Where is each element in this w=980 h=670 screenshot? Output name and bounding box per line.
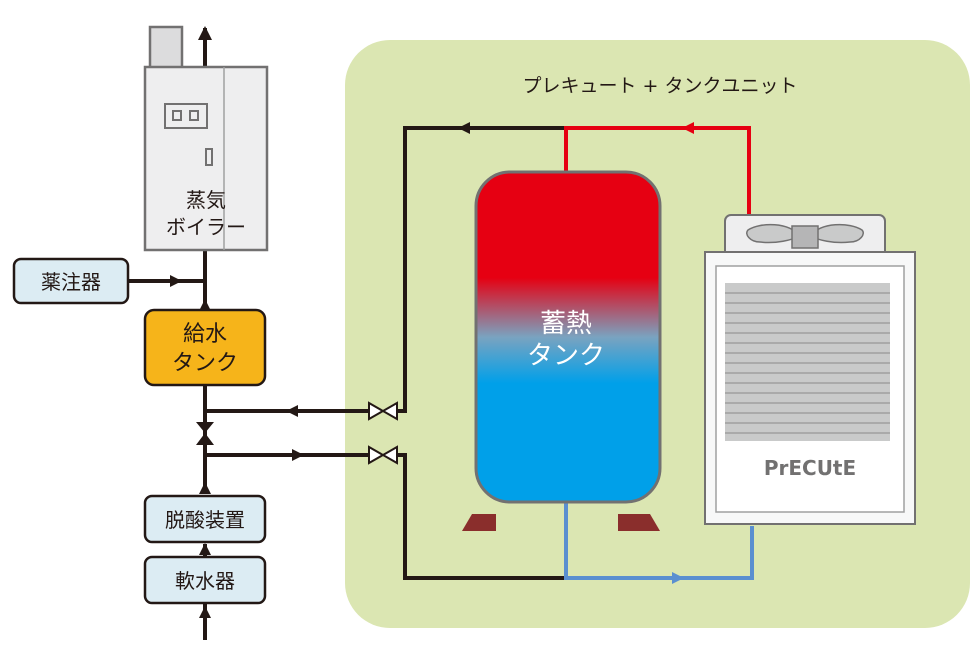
feed-tank-label-line2: タンク — [172, 351, 238, 376]
cold-water-line — [564, 500, 754, 584]
return-line — [205, 122, 565, 417]
boiler-label-line1: 蒸気 — [186, 188, 226, 212]
deaerator: 脱酸装置 — [143, 494, 267, 544]
exhaust-arrow — [198, 26, 212, 40]
tank-leg-left — [462, 514, 496, 531]
storage-tank-label-line2: タンク — [527, 341, 605, 371]
unit-area-title: プレキュート + タンクユニット — [523, 75, 798, 97]
chem-feeder-label: 薬注器 — [41, 270, 101, 294]
tank-leg-right — [618, 514, 660, 531]
hot-water-line — [564, 122, 751, 215]
deaerator-label: 脱酸装置 — [165, 508, 245, 532]
fan-icon — [746, 223, 864, 249]
return-valve — [368, 401, 398, 421]
unit-vent-grille — [725, 283, 890, 441]
main-line-valve — [196, 422, 214, 445]
boiler-label-line2: ボイラー — [166, 215, 246, 239]
precute-unit: PrECUtE — [704, 214, 916, 525]
heat-storage-tank: 蓄熱 タンク — [462, 170, 662, 531]
boiler-handle — [205, 148, 213, 166]
water-softener: 軟水器 — [143, 555, 267, 605]
feed-tank-label-line1: 給水 — [183, 322, 227, 347]
feed-water-tank: 給水 タンク — [143, 308, 267, 387]
boiler-panel — [164, 103, 208, 129]
precute-logo: PrECUtE — [764, 456, 856, 480]
supply-valve — [368, 445, 398, 465]
chemical-feeder: 薬注器 — [12, 257, 130, 305]
supply-line — [205, 449, 568, 580]
softener-label: 軟水器 — [175, 569, 235, 593]
steam-boiler: 蒸気 ボイラー — [143, 25, 269, 252]
storage-tank-label-line1: 蓄熱 — [540, 309, 592, 339]
boiler-chimney — [148, 25, 184, 71]
